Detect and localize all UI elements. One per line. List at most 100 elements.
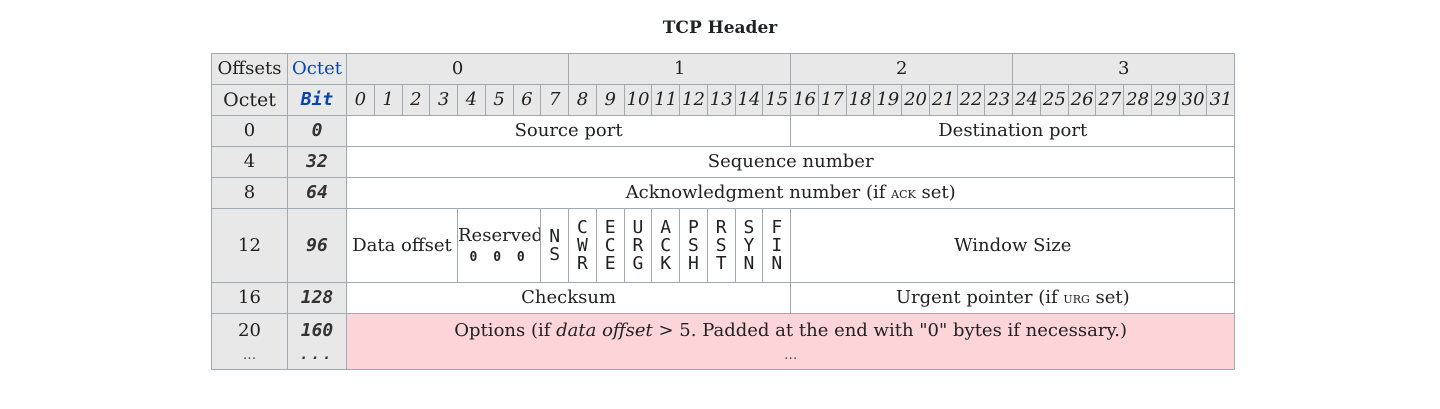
bit-number: 23 (984, 84, 1014, 116)
bit-number: 21 (928, 84, 958, 116)
sequence-number-field: Sequence number (345, 146, 1236, 178)
row-octet-offset: 16 (211, 282, 288, 314)
bit-number: 2 (401, 84, 431, 116)
acknowledgment-number-field: Acknowledgment number (if ack set) (345, 177, 1236, 209)
row-bit-offset: 64 (287, 177, 347, 209)
flag-letter: G (632, 252, 644, 274)
table-row: 8 64 Acknowledgment number (if ack set) (211, 177, 1236, 209)
flag-letter: R (577, 252, 588, 274)
table-row: 0 0 Source port Destination port (211, 115, 1236, 147)
bit-number: 26 (1067, 84, 1097, 116)
bit-number: 29 (1150, 84, 1180, 116)
reserved-bits: 0 0 0 (469, 250, 529, 265)
flag-letter: P (688, 216, 699, 238)
bit-link-header[interactable]: Bit (287, 84, 347, 116)
bit-number: 27 (1095, 84, 1125, 116)
octet-link-header[interactable]: Octet (287, 53, 347, 85)
table-row: 16 128 Checksum Urgent pointer (if urg s… (211, 282, 1236, 314)
octet-group-1: 1 (568, 53, 792, 85)
flag-letter: E (604, 252, 616, 274)
header-row-octets: Offsets Octet 0 1 2 3 (211, 53, 1236, 85)
flag-letter: N (743, 252, 755, 274)
bit-number: 8 (568, 84, 597, 116)
flag-letter: E (604, 216, 616, 238)
bit-number: 9 (595, 84, 625, 116)
flag-letter: N (771, 252, 783, 274)
flag-letter: R (632, 234, 644, 256)
row-octet-more: ... (242, 346, 257, 363)
destination-port-field: Destination port (790, 115, 1236, 147)
flag-letter: C (660, 234, 672, 256)
flag-letter: A (660, 216, 672, 238)
row-bit-more: ... (299, 346, 335, 363)
row-octet-offset: 0 (211, 115, 288, 147)
flag-letter: S (743, 216, 755, 238)
tcp-header-table: Offsets Octet 0 1 2 3 Octet Bit 0 1 2 3 … (211, 53, 1236, 370)
bit-number: 0 (346, 84, 375, 116)
octet-group-2: 2 (790, 53, 1014, 85)
row-bit-offset: 96 (287, 208, 347, 283)
row-bit-offset: 128 (287, 282, 347, 314)
row-octet-value: 20 (238, 319, 261, 341)
urgent-suffix: set) (1089, 287, 1130, 308)
flag-letter: C (577, 216, 588, 238)
flag-letter: C (604, 234, 616, 256)
row-octet-offset: 8 (211, 177, 288, 209)
flag-letter: S (688, 234, 699, 256)
row-bit-offset: 0 (287, 115, 347, 147)
ack-flag-text: ack (891, 183, 916, 202)
reserved-label: Reserved (458, 225, 541, 246)
flag-letter: S (715, 234, 727, 256)
flag-letter: Y (743, 234, 755, 256)
bit-number: 13 (706, 84, 736, 116)
bit-number: 14 (734, 84, 764, 116)
options-more: ... (783, 346, 798, 363)
urgent-pointer-field: Urgent pointer (if urg set) (790, 282, 1236, 314)
urgent-prefix: Urgent pointer (if (895, 287, 1064, 308)
flag-letter: F (771, 216, 783, 238)
bit-number: 10 (623, 84, 653, 116)
row-octet-offset: 12 (211, 208, 288, 283)
table-row: 20... 160... Options (if data offset > 5… (211, 313, 1236, 370)
bit-number: 24 (1012, 84, 1041, 116)
row-octet-offset: 20... (211, 313, 288, 370)
bit-number: 28 (1123, 84, 1152, 116)
bit-number: 25 (1039, 84, 1069, 116)
row-bit-value: 160 (300, 319, 334, 341)
row-bit-offset: 32 (287, 146, 347, 178)
bit-number: 20 (901, 84, 930, 116)
bit-number: 18 (845, 84, 875, 116)
data-offset-field: Data offset (346, 208, 458, 283)
table-row: 4 32 Sequence number (211, 146, 1236, 178)
ack-suffix: set) (915, 182, 956, 203)
row-bit-offset: 160... (287, 313, 347, 370)
flag-letter: W (577, 234, 588, 256)
urg-flag-text: urg (1063, 288, 1090, 307)
table-caption: TCP Header (662, 18, 778, 38)
flag-letter: U (632, 216, 644, 238)
bit-number: 15 (762, 84, 792, 116)
octet-group-0: 0 (345, 53, 570, 85)
header-row-bits: Octet Bit 0 1 2 3 4 5 6 7 8 9 10 11 12 1… (211, 84, 1236, 116)
bit-number: 31 (1206, 84, 1236, 116)
bit-number: 30 (1178, 84, 1208, 116)
bit-number: 16 (790, 84, 819, 116)
offsets-header: Offsets (211, 53, 288, 85)
bit-number: 11 (651, 84, 681, 116)
source-port-field: Source port (345, 115, 792, 147)
bit-number: 4 (457, 84, 486, 116)
options-suffix: > 5. Padded at the end with "0" bytes if… (652, 319, 1128, 341)
row-octet-offset: 4 (211, 146, 288, 178)
checksum-field: Checksum (345, 282, 792, 314)
flag-letter: N (549, 225, 561, 247)
